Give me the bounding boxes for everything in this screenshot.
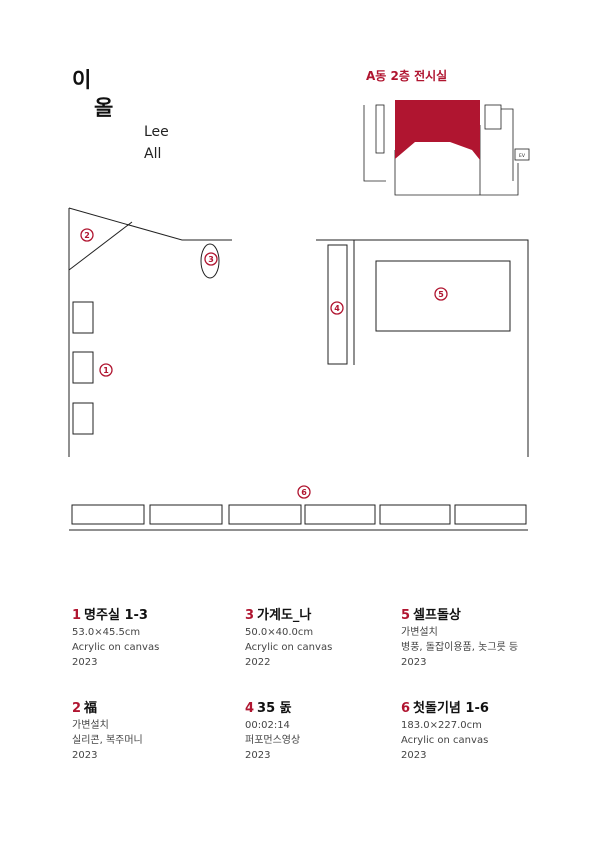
marker-circle-1 — [99, 363, 113, 377]
minimap-wall-right — [501, 108, 514, 181]
work-size: 53.0×45.5cm — [72, 627, 141, 638]
minimap-room-small — [484, 104, 502, 130]
marker-label-2: 2 — [84, 231, 90, 240]
plan-piece-2-edge — [68, 221, 133, 271]
work-medium: 퍼포먼스영상 — [245, 735, 301, 746]
floor-minimap: EV — [363, 100, 530, 196]
work-number: 6 — [401, 701, 411, 716]
work-year: 2023 — [401, 750, 427, 761]
marker-circle-5 — [434, 287, 448, 301]
plan-canvas-6b — [149, 504, 223, 525]
work-year: 2023 — [401, 657, 427, 668]
plan-piece-5 — [375, 260, 511, 332]
work-size: 183.0×227.0cm — [401, 720, 482, 731]
marker-label-4: 4 — [334, 304, 340, 313]
work-medium: 실리콘, 복주머니 — [72, 735, 143, 746]
work-medium: Acrylic on canvas — [245, 642, 333, 653]
plan-canvas-1c — [72, 402, 94, 435]
work-medium: Acrylic on canvas — [401, 735, 489, 746]
work-number: 2 — [72, 701, 82, 716]
artist-name-ko-second: 올 — [94, 96, 114, 120]
marker-label-1: 1 — [103, 366, 109, 375]
work-number: 4 — [245, 701, 255, 716]
work-size: 가변설치 — [401, 627, 438, 638]
floor-label: A동 2층 전시실 — [366, 69, 448, 83]
work-number: 5 — [401, 608, 411, 623]
floor-plan: 1 2 3 4 5 6 — [68, 207, 529, 531]
plan-canvas-6d — [304, 504, 376, 525]
artist-name-ko-first: 이 — [72, 68, 92, 92]
work-number: 1 — [72, 608, 82, 623]
minimap-wall-panel — [375, 104, 385, 154]
marker-label-5: 5 — [438, 290, 444, 299]
plan-canvas-1a — [72, 301, 94, 334]
minimap-ev-box — [514, 148, 530, 161]
minimap-wall-left — [363, 105, 386, 182]
marker-circle-4 — [330, 301, 344, 315]
marker-circle-3 — [204, 252, 218, 266]
artist-name-en-first: Lee — [144, 124, 169, 140]
marker-label-6: 6 — [301, 488, 307, 497]
exhibition-room-highlight — [395, 100, 480, 160]
plan-piece-4 — [327, 244, 348, 365]
work-year: 2023 — [72, 750, 98, 761]
ev-label: EV — [519, 153, 526, 159]
marker-circle-2 — [80, 228, 94, 242]
plan-wall-top-right — [316, 239, 529, 457]
plan-canvas-6e — [379, 504, 451, 525]
plan-canvas-6f — [454, 504, 527, 525]
plan-canvas-6a — [71, 504, 145, 525]
work-year: 2023 — [245, 750, 271, 761]
plan-canvas-1b — [72, 351, 94, 384]
marker-label-3: 3 — [208, 255, 214, 264]
work-size: 가변설치 — [72, 720, 109, 731]
artist-name-en-second: All — [144, 146, 162, 162]
plan-canvas-6c — [228, 504, 302, 525]
plan-piece-3 — [200, 243, 220, 279]
minimap-wall-bottom — [394, 150, 519, 196]
work-year: 2022 — [245, 657, 271, 668]
plan-wall-top-left — [68, 207, 232, 241]
work-size: 50.0×40.0cm — [245, 627, 314, 638]
work-medium: 병풍, 돌잡이용품, 놋그릇 등 — [401, 642, 519, 653]
marker-circle-6 — [297, 485, 311, 499]
work-size: 00:02:14 — [245, 720, 290, 731]
work-year: 2023 — [72, 657, 98, 668]
work-number: 3 — [245, 608, 255, 623]
work-medium: Acrylic on canvas — [72, 642, 160, 653]
